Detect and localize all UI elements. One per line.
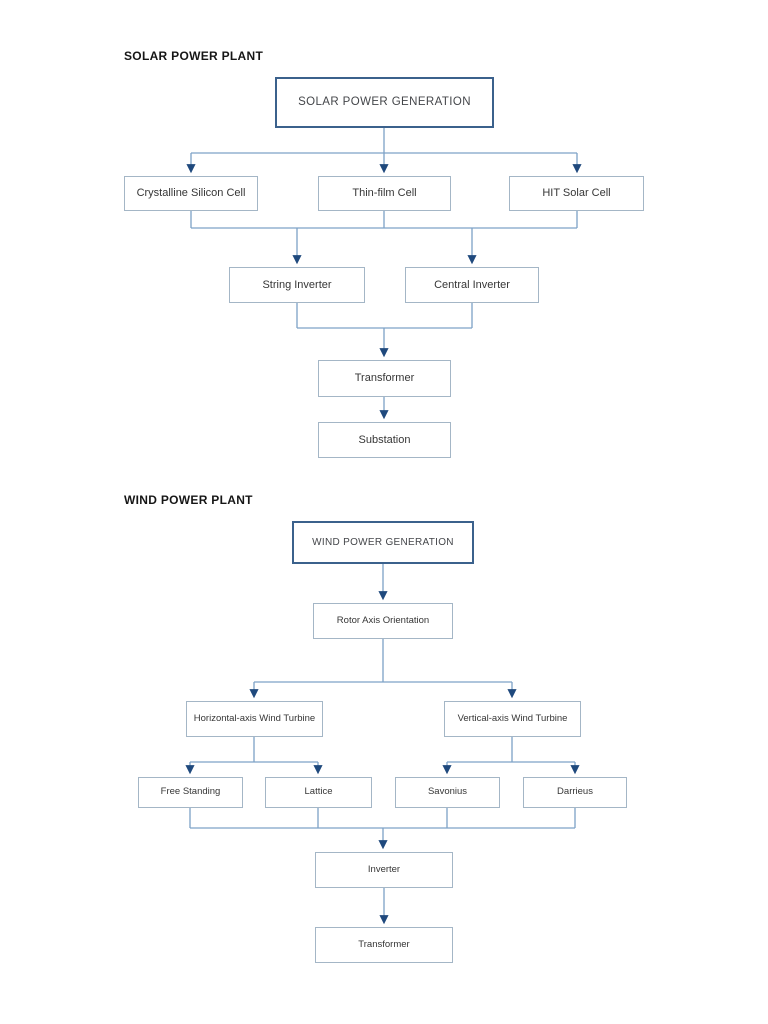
- solar-connectors: [186, 128, 582, 420]
- node-wind-inverter: Inverter: [315, 852, 453, 888]
- node-thin-film-cell: Thin-film Cell: [318, 176, 451, 211]
- node-solar-transformer: Transformer: [318, 360, 451, 397]
- node-darrieus: Darrieus: [523, 777, 627, 808]
- wind-connectors: [185, 564, 580, 925]
- node-horizontal-axis-wind-turbine: Horizontal-axis Wind Turbine: [186, 701, 323, 737]
- node-free-standing: Free Standing: [138, 777, 243, 808]
- node-crystalline-silicon-cell: Crystalline Silicon Cell: [124, 176, 258, 211]
- node-string-inverter: String Inverter: [229, 267, 365, 303]
- node-lattice: Lattice: [265, 777, 372, 808]
- node-rotor-axis-orientation: Rotor Axis Orientation: [313, 603, 453, 639]
- node-wind-power-generation: WIND POWER GENERATION: [292, 521, 474, 564]
- node-solar-power-generation: SOLAR POWER GENERATION: [275, 77, 494, 128]
- wind-section-heading: WIND POWER PLANT: [124, 493, 253, 507]
- node-substation: Substation: [318, 422, 451, 458]
- node-vertical-axis-wind-turbine: Vertical-axis Wind Turbine: [444, 701, 581, 737]
- node-central-inverter: Central Inverter: [405, 267, 539, 303]
- node-wind-transformer: Transformer: [315, 927, 453, 963]
- node-savonius: Savonius: [395, 777, 500, 808]
- node-hit-solar-cell: HIT Solar Cell: [509, 176, 644, 211]
- solar-section-heading: SOLAR POWER PLANT: [124, 49, 264, 63]
